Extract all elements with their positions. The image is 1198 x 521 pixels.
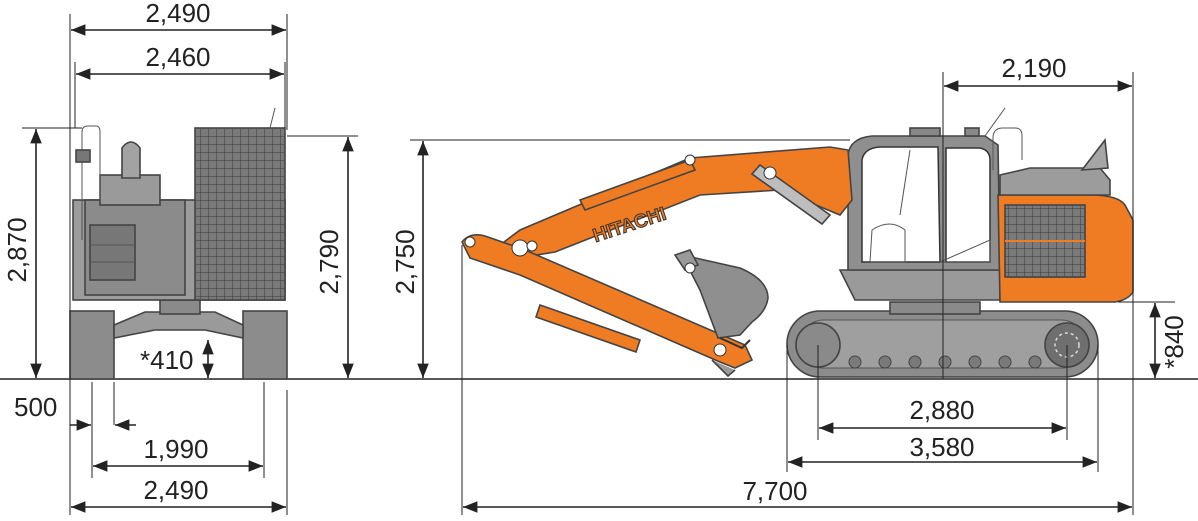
front-undercarriage <box>113 311 244 339</box>
dim-front-track-gauge: 1,990 <box>143 434 208 464</box>
dim-side-track-length: 3,580 <box>909 432 974 462</box>
cab-door-window <box>945 147 991 263</box>
front-view-machine <box>69 107 288 380</box>
dim-front-top-width: 2,490 <box>145 0 210 28</box>
dim-side-overall-length: 7,700 <box>742 476 807 506</box>
dim-side-rear-radius: 2,190 <box>1001 53 1066 83</box>
dim-side-tumbler-distance: 2,880 <box>909 395 974 425</box>
front-cab-guard <box>194 127 286 301</box>
front-exhaust <box>121 141 141 179</box>
dimension-labels: 2,490 2,460 2,870 2,790 *410 500 1,990 2… <box>2 0 1189 506</box>
side-exhaust <box>1080 137 1109 171</box>
front-right-track <box>242 310 288 380</box>
front-left-track <box>69 310 115 380</box>
side-view-machine: HITACHI <box>461 107 1134 378</box>
side-bucket <box>680 253 769 339</box>
dim-front-track-width: 2,490 <box>143 475 208 505</box>
track-rollers <box>848 355 1042 369</box>
side-upper-frame <box>838 269 1001 301</box>
dim-side-boom-height: 2,750 <box>390 229 420 294</box>
dimension-lines <box>22 14 1175 515</box>
dim-front-ground-clearance: *410 <box>140 345 194 375</box>
dim-front-total-height: 2,870 <box>2 217 32 282</box>
dim-front-shoe-width: 500 <box>14 392 57 422</box>
dim-front-cab-width: 2,460 <box>145 42 210 72</box>
dim-front-cab-height: 2,790 <box>314 229 344 294</box>
dim-side-counterweight-clearance: *840 <box>1159 315 1189 369</box>
cab-window <box>861 146 941 263</box>
